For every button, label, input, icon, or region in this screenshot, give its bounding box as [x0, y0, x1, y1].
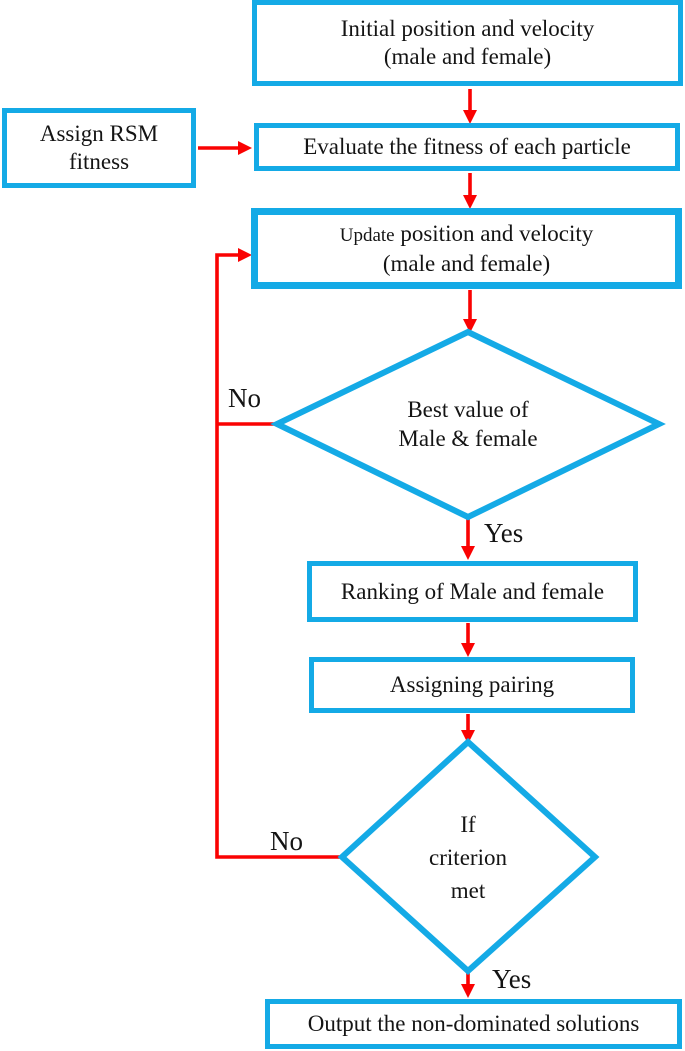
decision-criterion-shape — [337, 737, 600, 976]
node-update-line2: (male and female) — [382, 250, 551, 276]
edge-yes-to-ranking — [461, 518, 475, 560]
node-output-solutions: Output the non-dominated solutions — [265, 999, 682, 1049]
edge-no-loop — [215, 248, 342, 859]
label-no-best-value: No — [228, 383, 261, 413]
node-ranking: Ranking of Male and female — [307, 561, 638, 622]
node-update-line1: Update position and velocity — [340, 220, 594, 250]
label-yes-criterion: Yes — [492, 964, 532, 994]
node-evaluate-label: Evaluate the fitness of each particle — [303, 134, 631, 159]
node-output-label: Output the non-dominated solutions — [307, 1011, 640, 1036]
node-assign-rsm-fitness: Assign RSM fitness — [2, 108, 196, 188]
node-update-position: Update position and velocity (male and f… — [251, 208, 682, 289]
edge-update-to-best-value — [463, 290, 477, 333]
edge-evaluate-to-update — [463, 173, 477, 209]
edge-assign-to-evaluate — [198, 141, 252, 155]
decision-best-value-text: Best value of Male & female — [338, 395, 598, 453]
label-yes-best-value: Yes — [484, 518, 524, 548]
edge-pairing-to-criterion — [461, 714, 475, 744]
node-assign-line1: Assign RSM — [39, 121, 159, 146]
decision-best-value-line1: Best value of — [407, 397, 529, 422]
decision-criterion-line3: met — [450, 878, 486, 903]
decision-best-value-shape — [270, 328, 666, 521]
node-initial-line1: Initial position and velocity — [340, 16, 595, 41]
edge-ranking-to-pairing — [461, 623, 475, 657]
node-initial-line2: (male and female) — [383, 44, 552, 69]
decision-best-value-line2: Male & female — [398, 426, 538, 451]
decision-criterion-line2: criterion — [429, 845, 507, 870]
node-update-word-small: Update — [339, 224, 395, 246]
node-pairing-label: Assigning pairing — [389, 672, 555, 697]
edge-initial-to-evaluate — [463, 89, 477, 124]
node-evaluate-fitness: Evaluate the fitness of each particle — [254, 123, 680, 171]
node-initial-position: Initial position and velocity (male and … — [252, 0, 683, 86]
node-ranking-label: Ranking of Male and female — [340, 578, 605, 604]
node-assign-line2: fitness — [68, 149, 130, 174]
node-update-line1-rest: position and velocity — [394, 220, 594, 246]
decision-criterion-line1: If — [460, 812, 476, 837]
label-no-criterion: No — [270, 826, 303, 856]
node-assigning-pairing: Assigning pairing — [309, 657, 635, 713]
edge-yes-to-output — [461, 972, 475, 998]
decision-criterion-text: If criterion met — [398, 808, 538, 907]
